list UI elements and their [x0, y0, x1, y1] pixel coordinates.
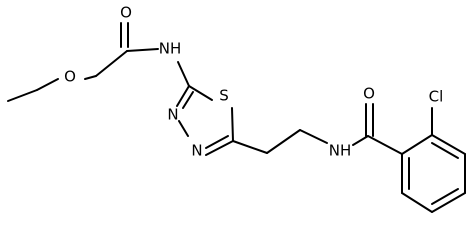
bond-s-c5 [231, 107, 234, 142]
molecule-svg: O NH O S N N NH O Cl [7, 4, 466, 213]
ethoxyacetyl-bonds [7, 22, 190, 102]
chlorophenyl-ring-bonds [401, 107, 466, 213]
bond-c5-n4-2 [205, 135, 229, 149]
thiadiazole-ring-bonds [176, 85, 234, 156]
bond-c5-n4-1 [205, 140, 234, 156]
molecule-structure: O NH O S N N NH O Cl [7, 4, 466, 213]
atom-o-carbonyl-amide: O [120, 4, 132, 22]
bond-n4-n3 [178, 120, 189, 137]
bond-ar-5 [401, 192, 433, 213]
atom-labels: O NH O S N N NH O Cl [64, 4, 443, 160]
bond-n3-c2-1 [176, 85, 190, 107]
ethyl-linker-bonds [232, 103, 403, 155]
atom-nh-benzamide: NH [329, 142, 352, 160]
atom-cl: Cl [429, 88, 444, 106]
atom-nh-amide: NH [159, 40, 182, 58]
bond-carbonyl-nh [126, 48, 159, 52]
bond-nh-ring-c2 [177, 61, 190, 87]
bond-ar-2-inner [431, 142, 459, 159]
atom-o-benzamide: O [363, 85, 375, 103]
bond-ar-4-inner [431, 188, 459, 205]
bond-o-ch2 [84, 75, 97, 80]
bond-c2-s [188, 85, 213, 101]
bond-ar-4 [431, 192, 466, 213]
bond-ch2-ch2 [266, 129, 301, 154]
bond-ethyl-ch3 [7, 89, 38, 102]
atom-n-ring-2: N [191, 142, 202, 160]
atom-s-ring: S [219, 87, 229, 105]
atom-n-ring-1: N [167, 106, 178, 124]
bond-ch2-nh [299, 129, 328, 144]
bond-carbonyl-aryl [367, 135, 403, 155]
bond-n3-c2-2 [182, 91, 194, 109]
bond-c5-ch2 [232, 140, 268, 154]
bond-ch2-carbonyl [95, 50, 128, 77]
bond-nh-carbonyl [352, 135, 369, 146]
bond-ar-2 [431, 134, 466, 155]
bond-ethyl-ch2-o [36, 78, 59, 91]
bond-ar-1 [401, 134, 433, 155]
atom-o-ether: O [64, 68, 76, 86]
